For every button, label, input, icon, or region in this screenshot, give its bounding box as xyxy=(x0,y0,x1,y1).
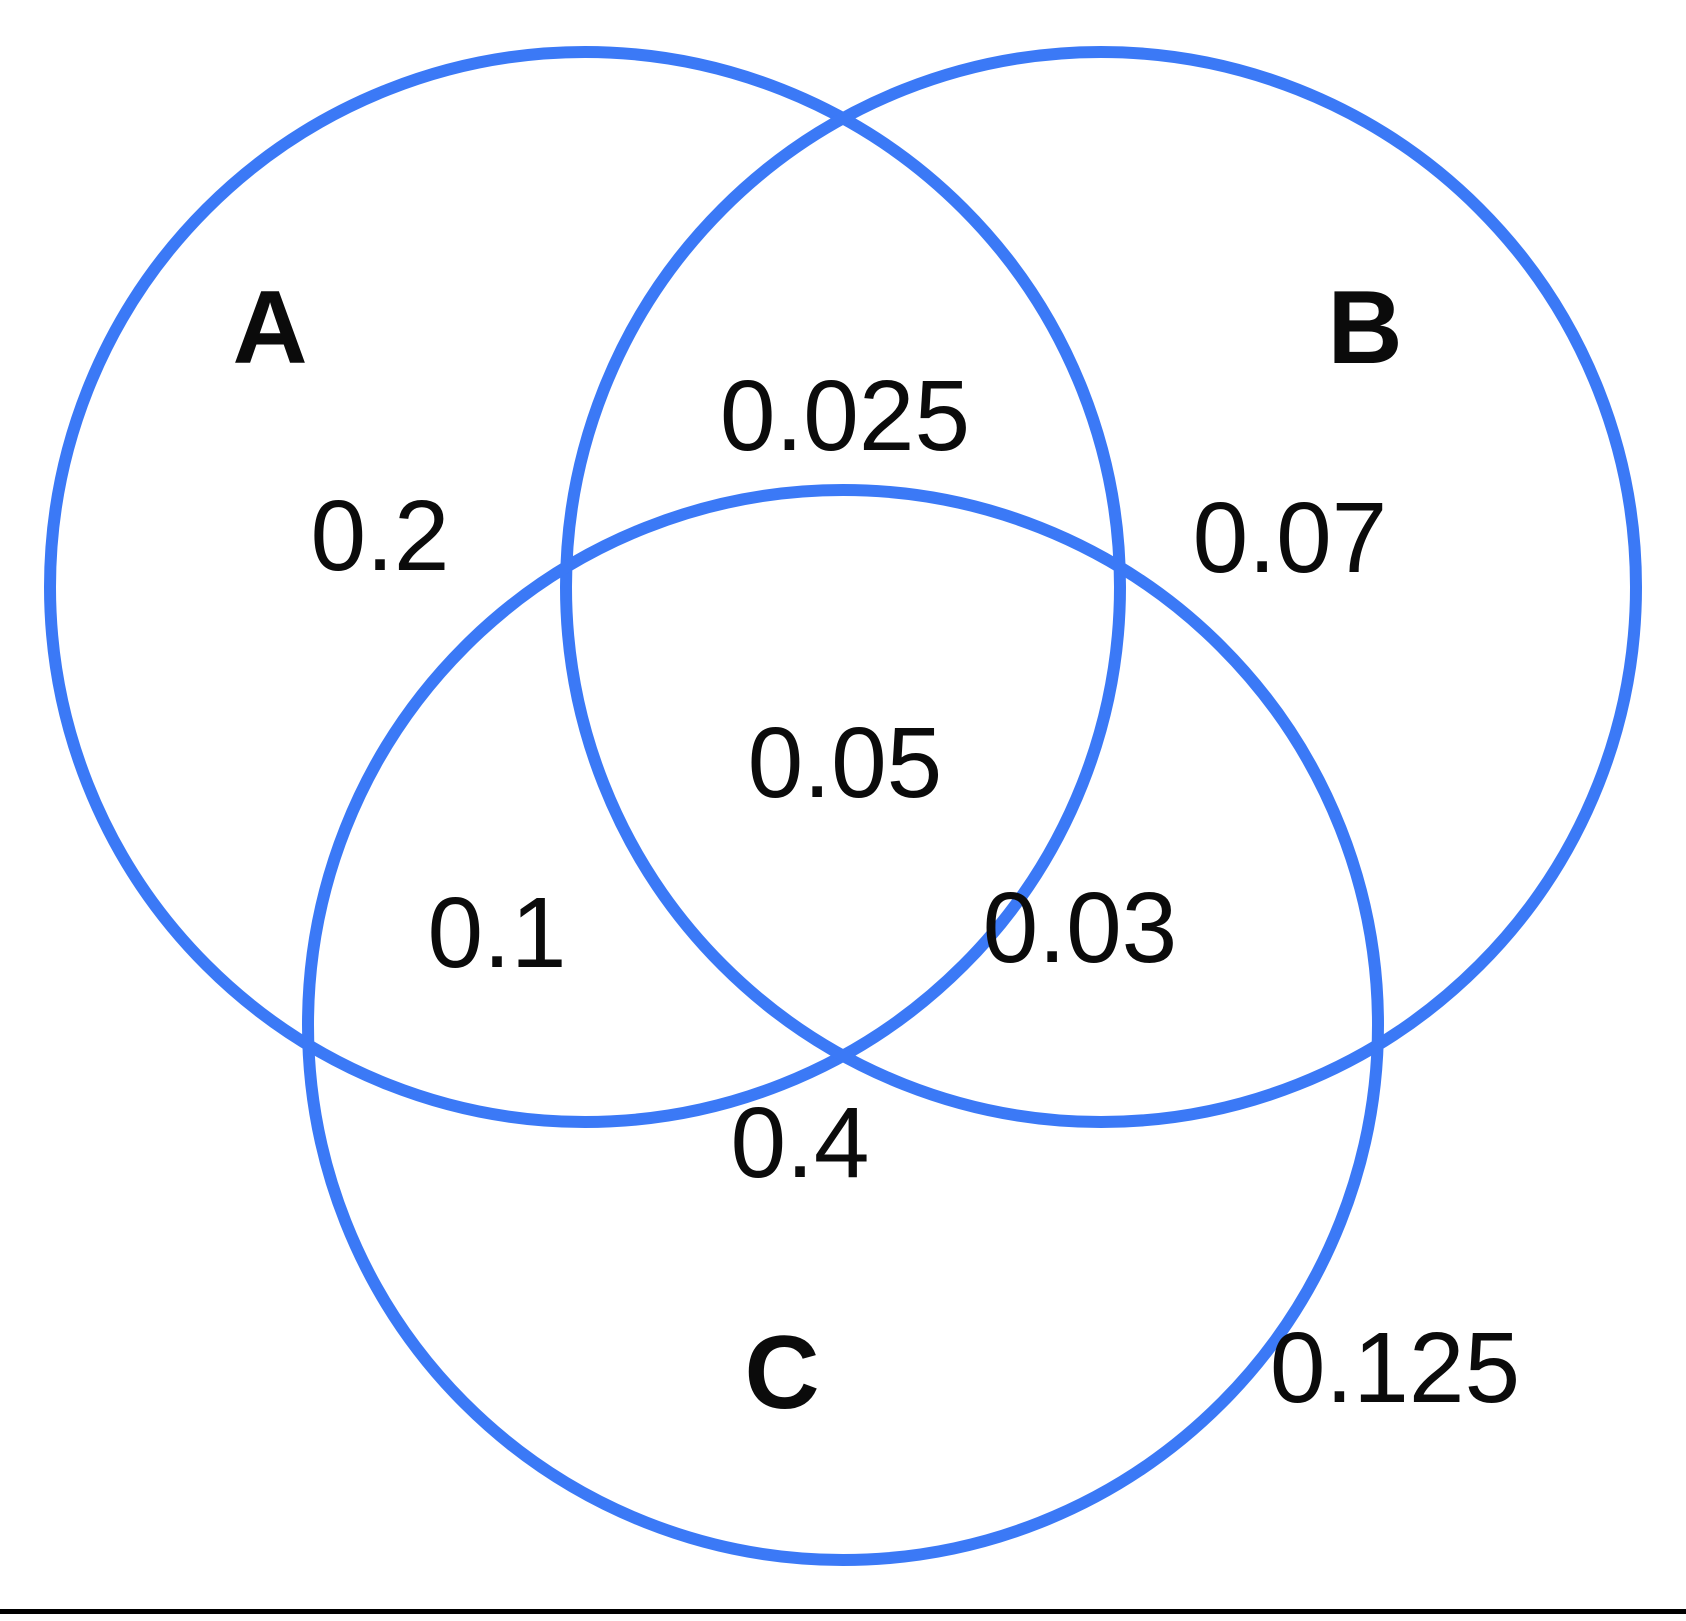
value-b-intersect-c: 0.03 xyxy=(983,872,1178,984)
circle-set-b xyxy=(560,46,1642,1128)
value-b-only: 0.07 xyxy=(1193,482,1388,594)
set-label-c: C xyxy=(744,1315,819,1431)
circle-set-a xyxy=(44,46,1126,1128)
value-a-only: 0.2 xyxy=(310,480,449,592)
set-label-a: A xyxy=(232,270,307,386)
value-a-intersect-c: 0.1 xyxy=(427,877,566,989)
circle-set-c xyxy=(302,484,1384,1566)
value-a-intersect-b: 0.025 xyxy=(720,360,970,472)
set-label-b: B xyxy=(1327,270,1402,386)
value-outside-sets: 0.125 xyxy=(1270,1312,1520,1424)
value-a-intersect-b-intersect-c: 0.05 xyxy=(748,707,943,819)
bottom-rule xyxy=(0,1609,1686,1614)
value-c-only: 0.4 xyxy=(730,1087,869,1199)
